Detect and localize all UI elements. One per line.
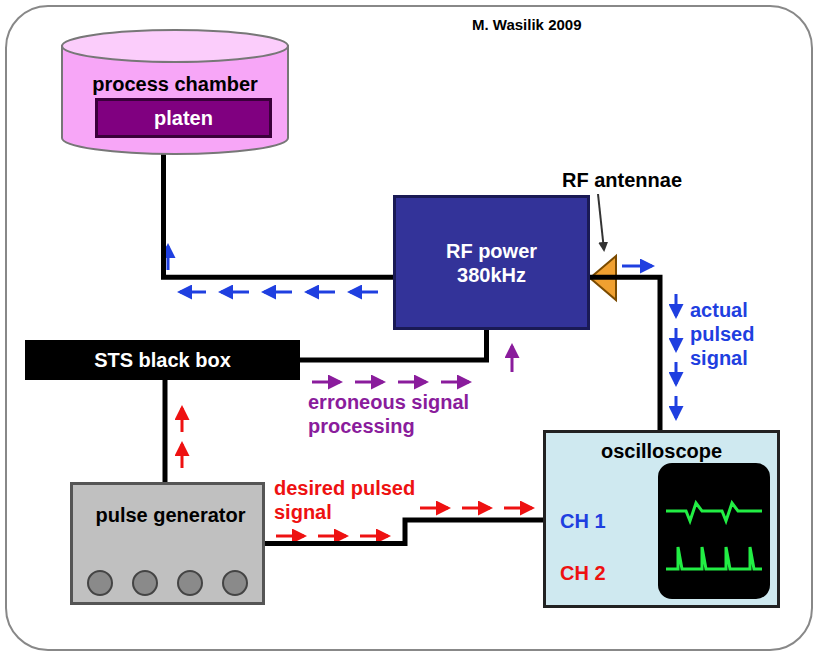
node-text: platen <box>154 106 213 130</box>
node-text: pulse generator <box>73 503 268 527</box>
leader-arrow <box>598 194 604 250</box>
signal-wire <box>265 520 543 544</box>
trace-ch1 <box>666 503 762 521</box>
knob <box>88 571 112 595</box>
black-box: STS black box <box>25 340 300 380</box>
knob <box>223 571 247 595</box>
signal-label: desired pulsed signal <box>274 476 424 524</box>
node-text: oscilloscope <box>546 439 777 463</box>
signal-label: erroneous signal processing <box>308 390 493 438</box>
knob-row <box>73 563 262 603</box>
screen-face <box>658 463 770 599</box>
trace-ch2 <box>666 547 762 569</box>
node-text: process chamber <box>60 72 290 96</box>
scope-screen <box>656 461 772 601</box>
node-text: RF power 380kHz <box>432 239 552 287</box>
knob <box>178 571 202 595</box>
pulse-generator-box: pulse generator <box>70 482 265 605</box>
signal-wire <box>163 380 168 482</box>
frame-border <box>6 6 812 650</box>
knob <box>133 571 157 595</box>
process-chamber: platen process chamber <box>60 28 290 156</box>
signal-label: actual pulsed signal <box>690 298 774 370</box>
oscilloscope-box: oscilloscope CH 1 CH 2 <box>543 430 780 608</box>
signal-wire <box>590 277 660 430</box>
author-note: M. Wasilik 2009 <box>472 16 582 34</box>
node-text: CH 2 <box>560 561 640 585</box>
antenna-label: RF antennae <box>562 168 682 192</box>
node-text: CH 1 <box>560 509 640 533</box>
signal-wire <box>300 330 487 360</box>
rf-power-box: RF power 380kHz <box>393 195 590 330</box>
platen-box: platen <box>95 98 272 138</box>
signal-wire <box>164 138 394 277</box>
cylinder-top <box>62 30 288 62</box>
node-text: STS black box <box>94 348 231 372</box>
